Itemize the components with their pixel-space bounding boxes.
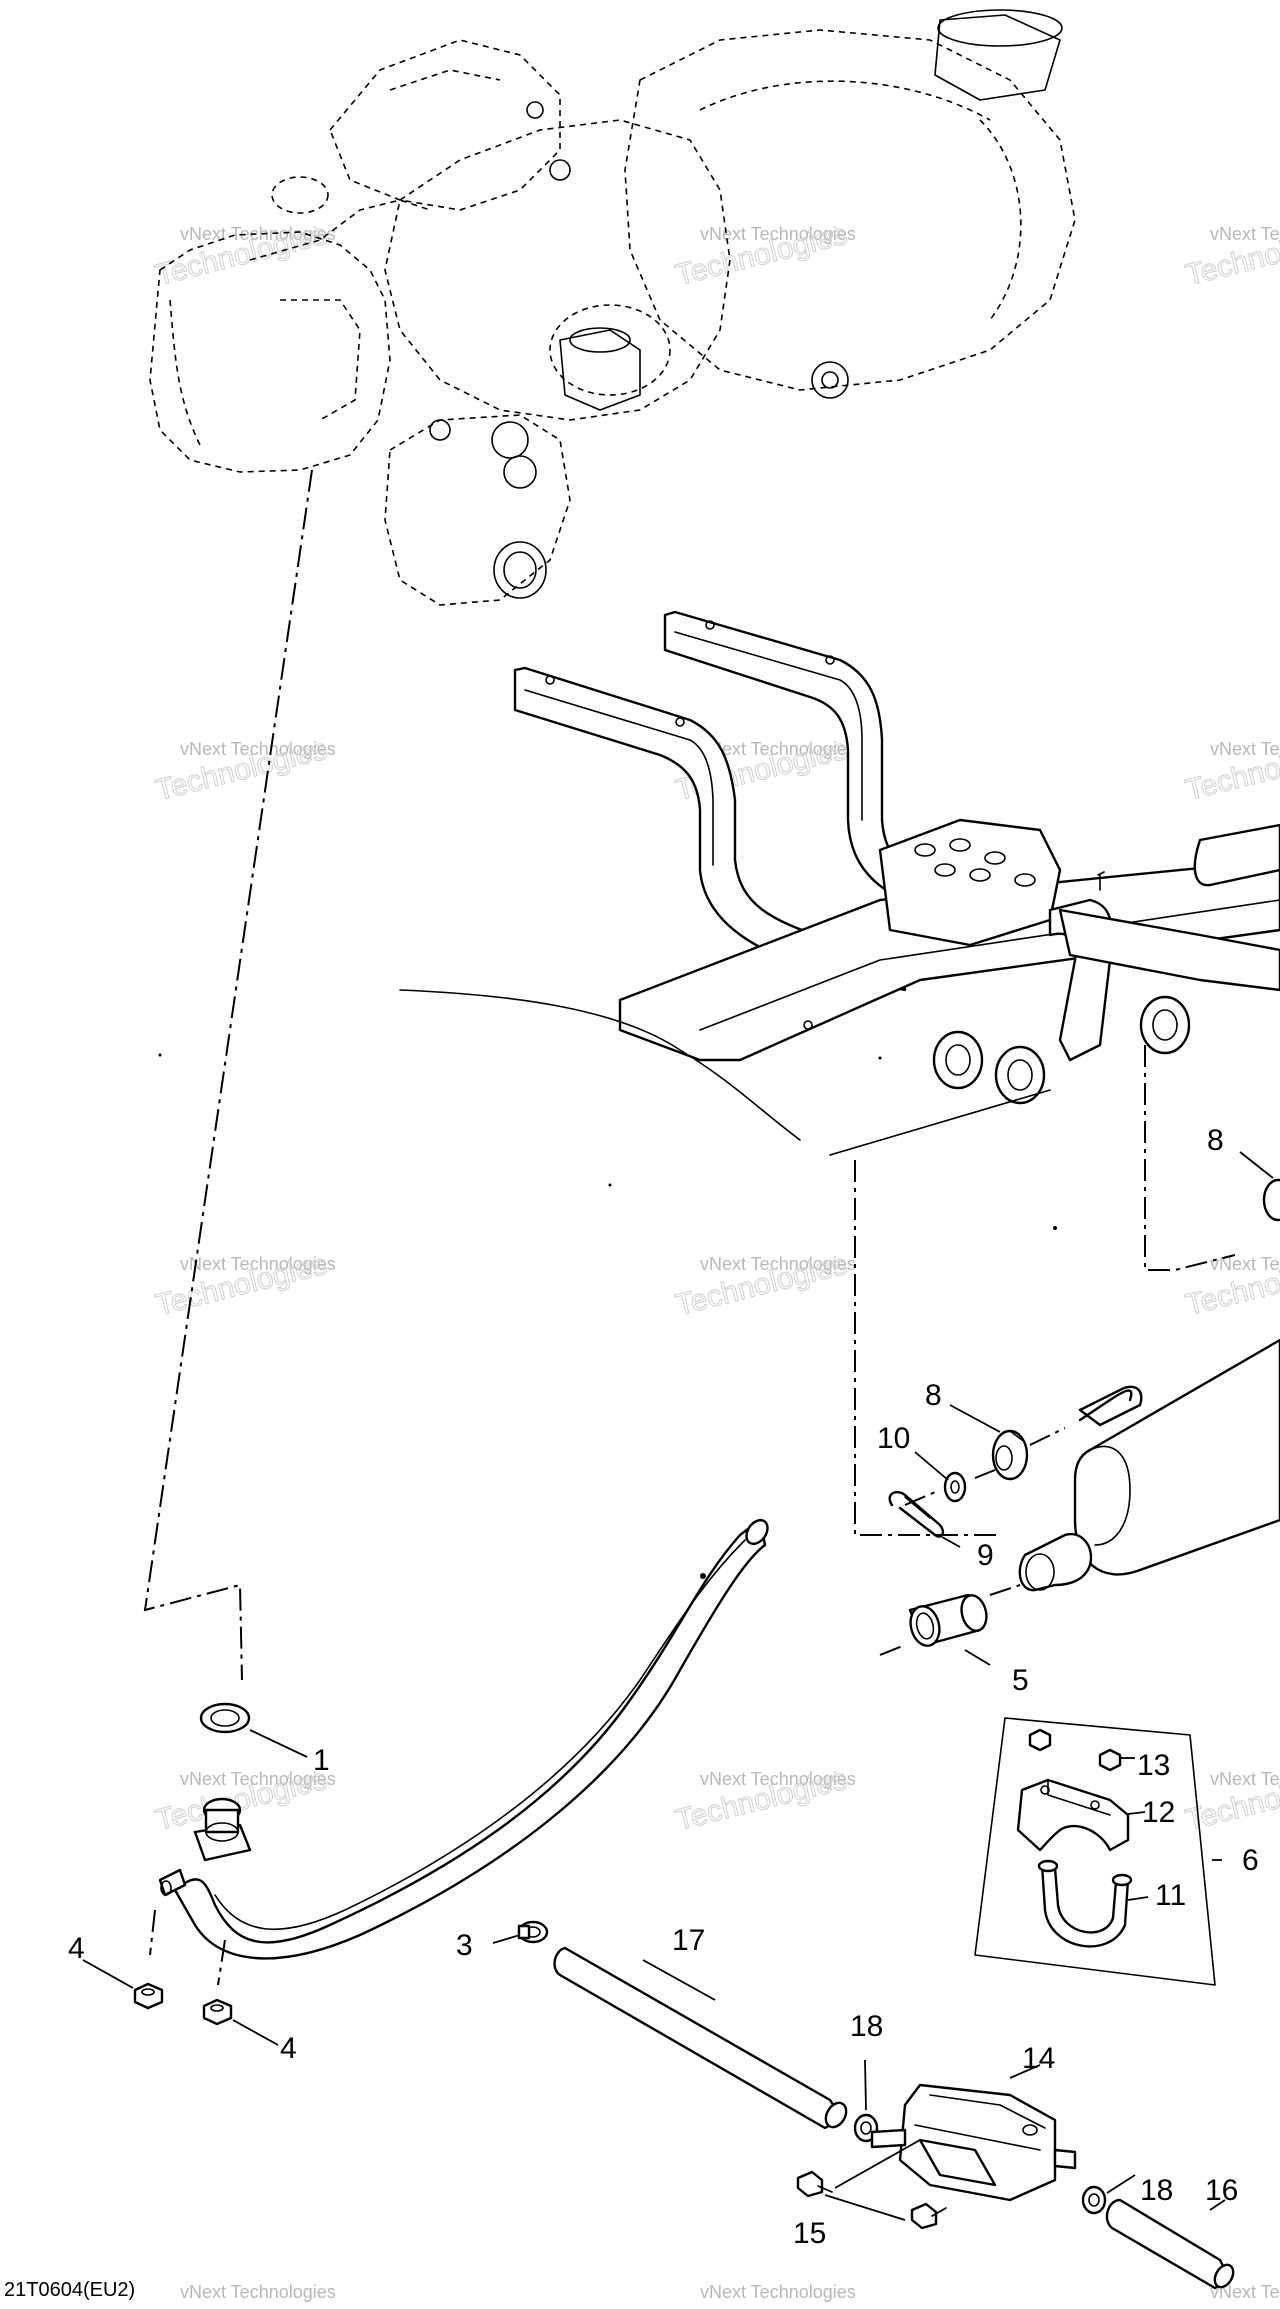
callout-1: 1 [313,1744,330,1777]
callout-17: 17 [672,1924,705,1957]
centerline-mount [905,1428,1065,1505]
centerline-engine [145,470,312,1680]
svg-text:vNext Technologies: vNext Technologies [700,2282,856,2302]
callout-4-left: 4 [68,1932,85,1965]
part-air-valve [872,2085,1075,2200]
callout-9: 9 [977,1539,994,1572]
callout-16: 16 [1205,2174,1238,2207]
watermark: vNext Technologies Technologies [672,218,855,292]
callout-6: 6 [1242,1844,1259,1877]
muffler-assembly [1020,1340,1280,1590]
callout-18-right: 18 [1140,2174,1173,2207]
callout-8-top: 8 [1207,1124,1224,1157]
part-nut-right [204,2000,231,2024]
watermark: vNext Technologies Technologies [672,1763,855,1837]
part-nut-left [135,1984,162,2008]
watermark: vNext Technologies [700,2282,856,2302]
callout-8-mount: 8 [925,1379,942,1412]
callout-10: 10 [877,1422,910,1455]
watermark: vNext Technologies Technologies [152,1763,335,1837]
engine-assembly [150,10,1075,605]
watermark: vNext Technologies Technologies [1182,218,1280,292]
svg-text:vNext Technologies: vNext Technologies [180,2282,336,2302]
watermark: vNext Technologies Technologies [152,218,335,292]
part-bolt-a [798,2172,832,2196]
watermark: vNext Technologies Technologies [152,733,335,807]
part-hose-16 [1107,2200,1237,2290]
watermark: vNext Technologies Technologies [672,1248,855,1322]
watermark: vNext Technologies Technologies [1182,733,1280,807]
part-hose-clamp-18b [1083,2187,1105,2213]
part-grommet-8b [993,1431,1027,1479]
callout-12: 12 [1142,1796,1175,1829]
watermark: vNext Technologies [180,2282,336,2302]
part-spring-clip [890,1492,943,1536]
exhaust-pipe [160,1516,772,1958]
callout-4-right: 4 [280,2032,297,2065]
callout-18-left: 18 [850,2010,883,2043]
part-sleeve [907,1593,990,1649]
callout-11: 11 [1155,1879,1186,1912]
callout-14: 14 [1022,2042,1055,2075]
part-gasket [201,1704,249,1732]
callout-15: 15 [793,2217,826,2250]
drawing-code: 21T0604(EU2) [4,2279,135,2301]
callout-3: 3 [456,1929,473,1962]
part-grommet-8a [1264,1180,1280,1220]
part-washer [945,1473,965,1501]
callout-13: 13 [1137,1749,1170,1782]
detail-box-6 [975,1718,1215,1985]
part-hose-17 [555,1948,851,2131]
callout-5: 5 [1012,1664,1029,1697]
part-hose-clamp [519,1922,547,1942]
watermarks: vNext Technologies Technologies vNext Te… [152,218,1280,2302]
watermark: vNext Technologies Technologies [1182,1248,1280,1322]
part-bolt-b [912,2204,946,2228]
watermark: vNext Technologies Technologies [152,1248,335,1322]
